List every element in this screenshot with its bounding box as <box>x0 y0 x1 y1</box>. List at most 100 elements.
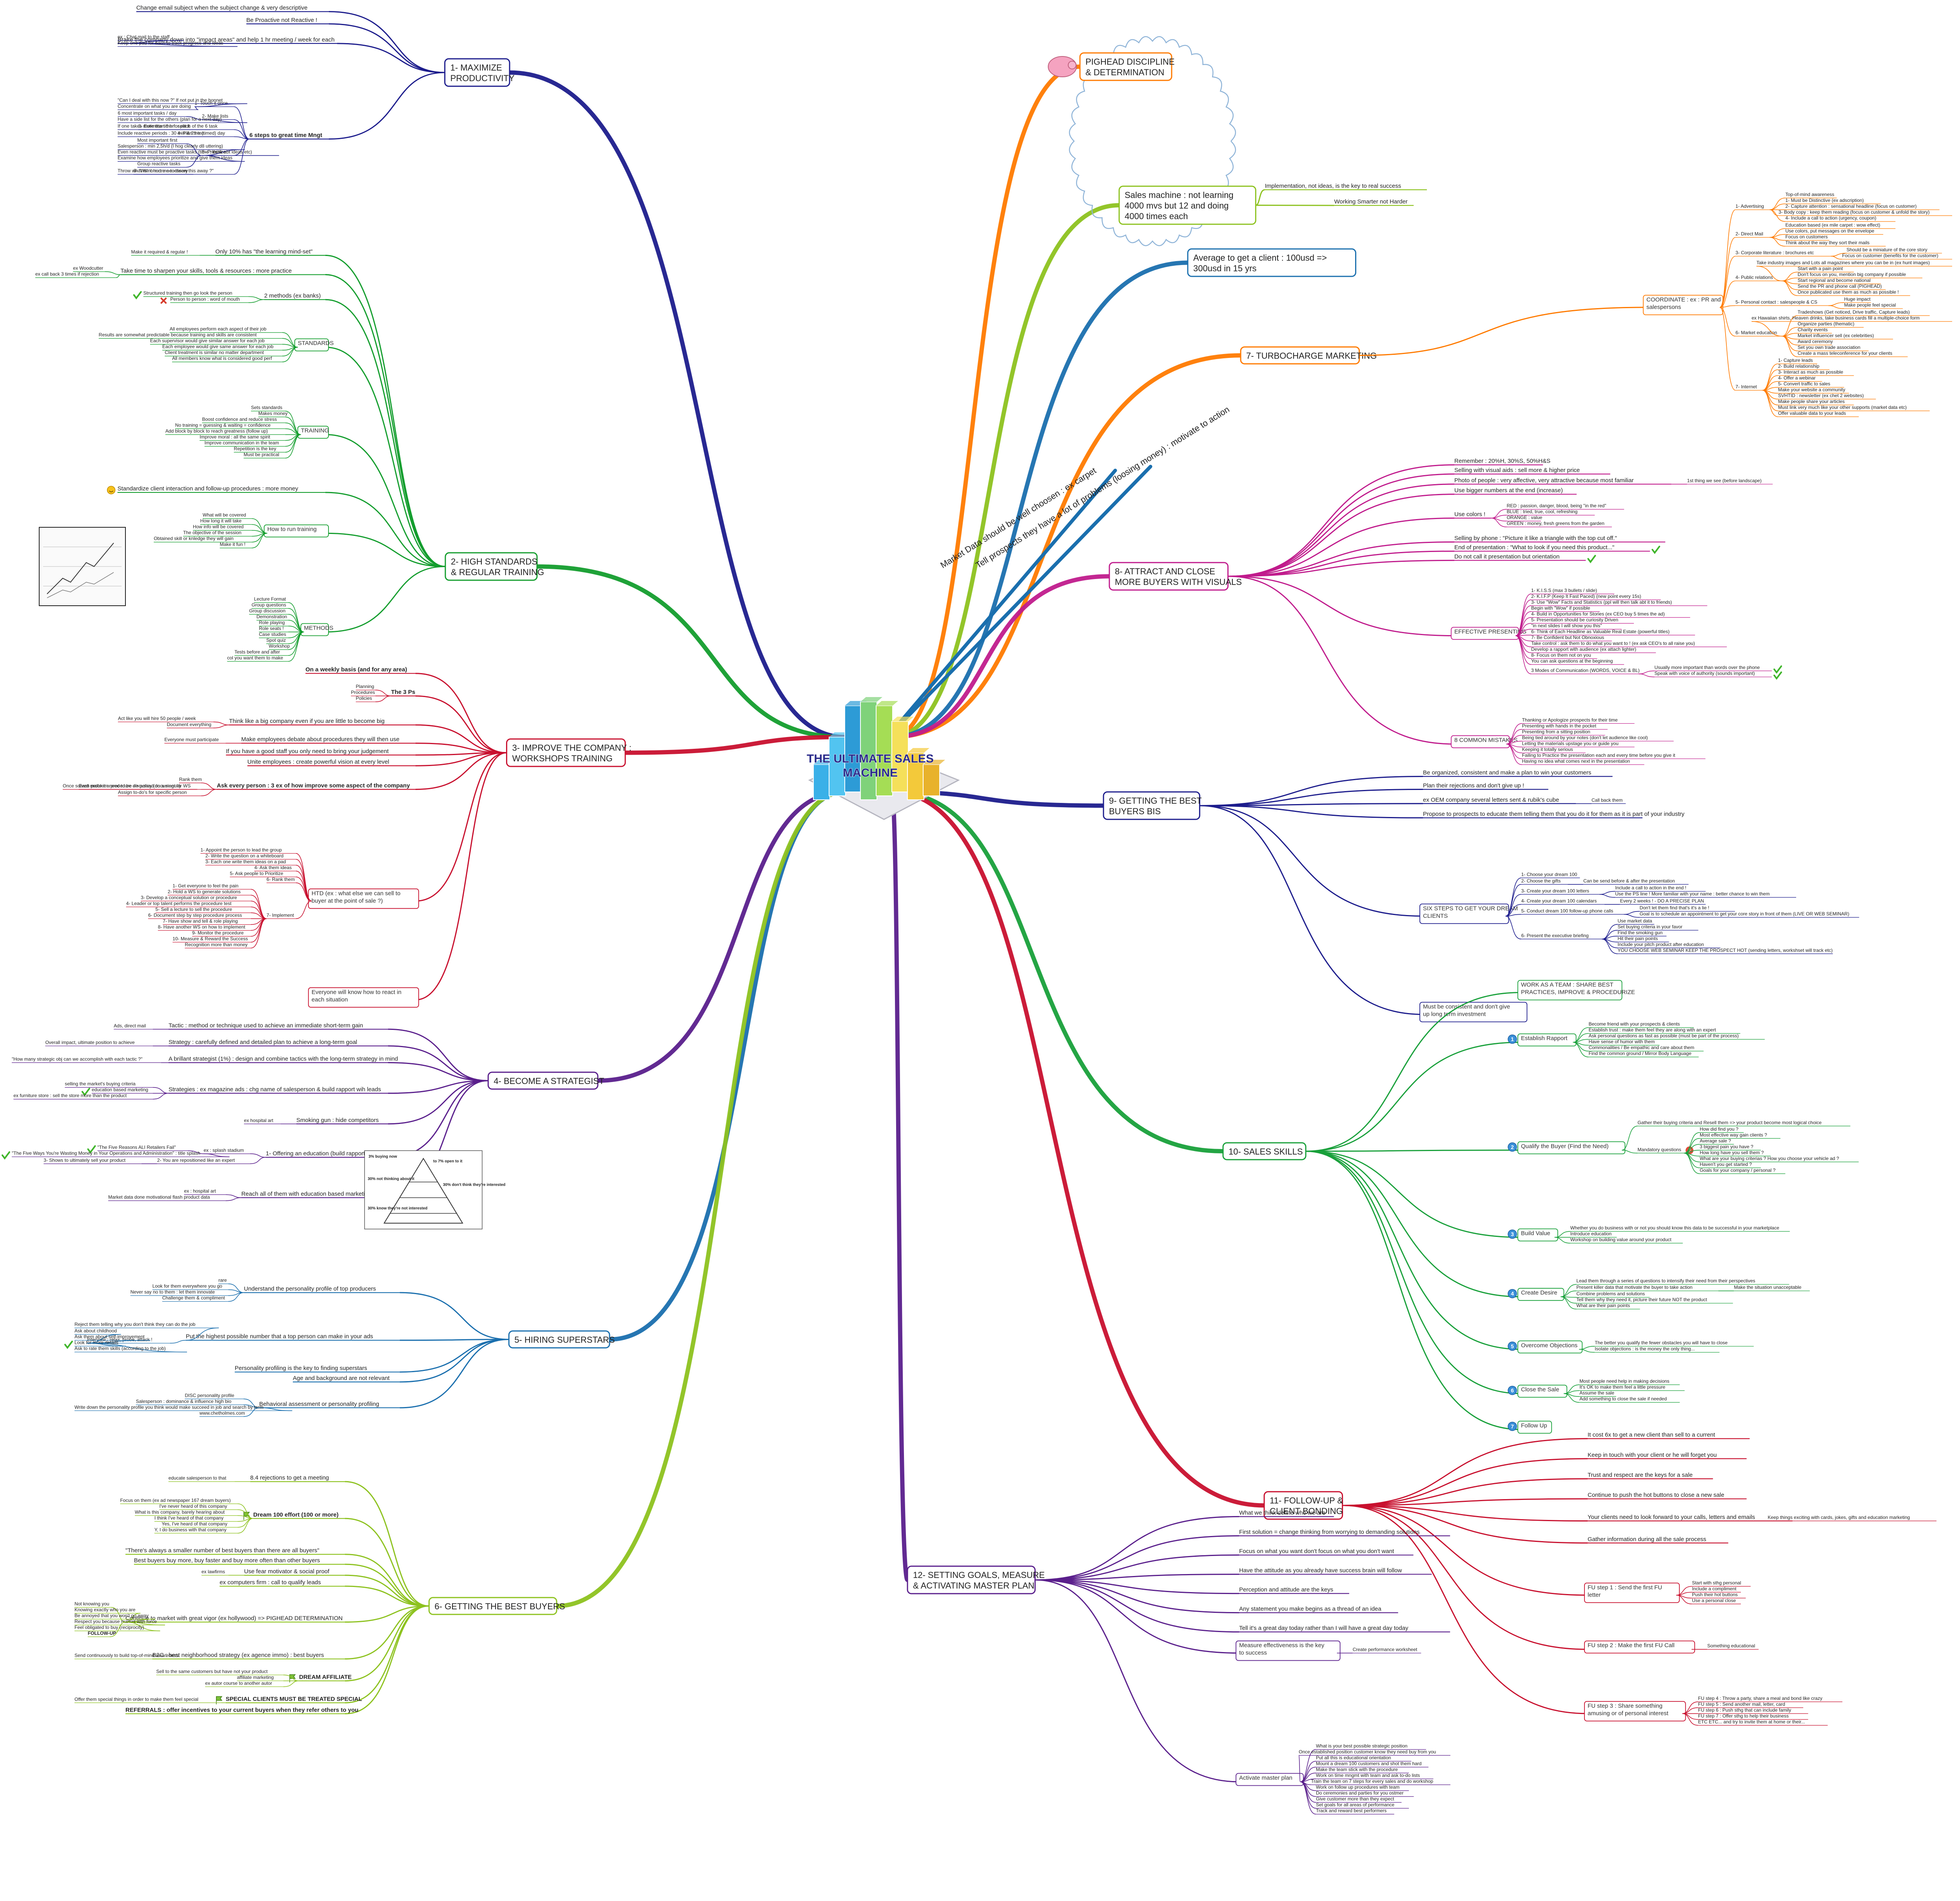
node-gather-information-during-all-the-sale-p[interactable]: Gather information during all the sale p… <box>1342 1505 1728 1544</box>
node-set-you-own-trade-association[interactable]: Set you own trade association <box>1782 336 1869 351</box>
node-follow-up[interactable]: FOLLOW-UP <box>87 1621 126 1637</box>
topic-average-to-get-a-client-100usd-300usd-in[interactable]: Average to get a client : 100usd =>300us… <box>1187 248 1356 277</box>
node-document-everything[interactable]: Document everything <box>167 722 229 728</box>
node-rare[interactable]: rare <box>218 1278 244 1293</box>
node-educate-salesperson-to-that[interactable]: educate salesperson to that <box>168 1475 250 1482</box>
node-whether-you-do-business-with-or-not-you-[interactable]: Whether you do business with or not you … <box>1554 1225 1790 1238</box>
node-become-friend-with-your-prospects-client[interactable]: Become friend with your prospects & clie… <box>1573 1021 1694 1043</box>
node-respect-you-because-market-with-force[interactable]: Respect you because market with force <box>74 1619 165 1625</box>
node-continue-to-push-the-hot-buttons-to-clos[interactable]: Continue to push the hot buttons to clos… <box>1342 1492 1747 1506</box>
node-throw-what-is-no-more-necessary[interactable]: Throw what is no more necessary <box>118 168 194 175</box>
node-7-have-show-and-tell-role-playing[interactable]: 7- Have show and tell & role playing <box>163 918 267 925</box>
node-take-industry-images-and-lots-all-magazi[interactable]: Take industry images and Lots all magazi… <box>1756 260 1952 281</box>
node-take-control-ask-them-to-do-what-you-wan[interactable]: Take control : ask them to do what you w… <box>1515 635 1727 647</box>
node-3-create-your-dream-100-letters[interactable]: 3- Create your dream 100 letters <box>1505 888 1600 917</box>
node-what-are-your-buying-criterias-how-you-c[interactable]: What are your buying criterias ? How you… <box>1684 1153 1859 1162</box>
node-orange-value[interactable]: ORANGE : value <box>1491 515 1543 521</box>
node-push-their-hot-buttons[interactable]: Push their hot buttons <box>1676 1592 1746 1599</box>
node-1st-thing-we-see-before-landscape[interactable]: 1st thing we see (before landscape) <box>1671 478 1773 485</box>
node-use-the-ps-line-more-familiar-with-your-[interactable]: Use the PS line ! More familiar with you… <box>1599 891 1797 898</box>
node-3-modes-of-communication-words-voice-bl[interactable]: 3 Modes of Communication (WORDS, VOICE &… <box>1515 635 1640 674</box>
node-tactic-method-or-technique-used-to-achie[interactable]: Tactic : method or technique used to ach… <box>169 1022 488 1081</box>
node-sets-standards[interactable]: Sets standards <box>251 405 301 435</box>
node-commonalities-be-empathic-and-care-about[interactable]: Commonalities / Be empathic and care abo… <box>1573 1042 1704 1051</box>
node-3-corporate-literature-brochures-etc[interactable]: 3- Corporate literature : brochures etc <box>1719 250 1831 308</box>
node-once-established-position-customer-know-[interactable]: Once established position customer know … <box>1298 1749 1450 1782</box>
node-boost-confidence-and-reduce-stress[interactable]: Boost confidence and reduce stress <box>202 417 301 435</box>
node-make-it-required-regular[interactable]: Make it required & regular ! <box>131 249 216 256</box>
node-6-steps-to-great-time-mngt[interactable]: 6 steps to great time Mngt <box>249 72 445 140</box>
topic-7-turbocharge-marketing[interactable]: 7- TURBOCHARGE MARKETING <box>1240 346 1377 365</box>
node-the-3-ps[interactable]: The 3 Ps <box>391 689 507 754</box>
node-offer-valuable-data-to-your-leads[interactable]: Offer valuable data to your leads <box>1762 390 1859 417</box>
node-find-the-common-ground-mirror-body-langu[interactable]: Find the common ground / Mirror Body Lan… <box>1573 1042 1699 1057</box>
node-knowing-exactly-who-you-are[interactable]: Knowing exactly who you are <box>74 1607 141 1623</box>
node-education-based-marketing[interactable]: education based marketing <box>82 1087 169 1096</box>
node-thanking-or-apologize-prospects-for-thei[interactable]: Thanking or Apologize prospects for thei… <box>1506 717 1635 744</box>
node-www-chetholmes-com[interactable]: www.chetholmes.com <box>199 1407 260 1417</box>
node-include-reactive-periods-30-min-2h-tea[interactable]: Include reactive periods : 30 min & 2h t… <box>118 131 221 137</box>
node-isolate-objections-is-the-money-the-only[interactable]: Isolate objections : is the money the on… <box>1579 1346 1720 1353</box>
node-salesperson-min-2-5h-d-i-hog-clearly-d8-[interactable]: Salesperson : min 2,5h/d (I hog clearly … <box>118 143 245 156</box>
node-top-of-mind-awareness[interactable]: Top-of-mind awareness <box>1769 192 1837 210</box>
node-introduce-education[interactable]: Introduce education <box>1554 1231 1617 1238</box>
node-create-performance-worksheet[interactable]: Create performance worksheet <box>1337 1647 1421 1654</box>
node-ex-splash-stadium[interactable]: ex : splash stadium <box>203 1147 266 1158</box>
node-ex-hawaiian-shirts-heaven-drinks-take-bu[interactable]: ex Hawaiian shirts, Heaven drinks, take … <box>1751 315 1952 337</box>
node-ex-woodcutter[interactable]: ex Woodcutter <box>73 265 121 275</box>
node-once-publicated-use-them-as-much-as-poss[interactable]: Once publicated use them as much as poss… <box>1782 280 1910 296</box>
node-recognition-more-than-money[interactable]: Recognition more than money <box>185 918 267 949</box>
node-what-is-your-best-possible-strategic-pos[interactable]: What is your best possible strategic pos… <box>1300 1743 1426 1782</box>
node-set-buying-criteria-in-your-favor[interactable]: Set buying criteria in your favor <box>1602 924 1699 940</box>
node-use-colors[interactable]: Use colors ! <box>1228 511 1491 577</box>
node-most-effective-way-gain-clients[interactable]: Most effective way gain clients ? <box>1684 1132 1780 1154</box>
node-ads-direct-mail[interactable]: Ads, direct mail <box>114 1023 169 1030</box>
node-obtained-skill-or-knledge-they-will-gain[interactable]: Obtained skill or knledge they will gain <box>154 533 267 543</box>
node-col-you-want-them-to-make[interactable]: col you want them to make <box>227 632 304 662</box>
node-6-present-the-executive-briefing[interactable]: 6- Present the executive briefing <box>1505 915 1602 940</box>
node-htd-ex-what-else-we-can-sell-to-buyer-at[interactable]: HTD (ex : what else we can sell tobuyer … <box>308 752 507 909</box>
node-think-like-a-big-company-even-if-you-are[interactable]: Think like a big company even if you are… <box>229 718 507 754</box>
node-6-rank-them[interactable]: 6- Rank them <box>266 877 312 902</box>
node-must-be-practical[interactable]: Must be practical <box>243 434 301 459</box>
node-8-common-mistakes[interactable]: 8 COMMON MISTAKES <box>1228 576 1518 748</box>
node-4-public-relations[interactable]: 4- Public relations <box>1720 275 1782 308</box>
node-if-one-takes-more-than-6-hr-split-it[interactable]: If one takes more than 6 hr : split it <box>118 123 211 130</box>
node-make-people-feel-special[interactable]: Make people feel special <box>1828 302 1903 309</box>
node-add-block-by-block-to-reach-greatness-fo[interactable]: Add block by block to reach greatness (f… <box>165 428 301 435</box>
node-make-it-fun[interactable]: Make it fun ! <box>220 533 267 548</box>
node-propose-to-prospects-to-educate-them-tel[interactable]: Propose to prospects to educate them tel… <box>1200 805 1685 819</box>
node-selling-the-market-s-buying-criteria[interactable]: selling the market's buying criteria <box>65 1081 169 1094</box>
node-train-the-team-on-7-steps-for-every-sale[interactable]: Train the team on 7 steps for every sale… <box>1300 1778 1450 1785</box>
node-fu-step-4-throw-a-party-share-a-meal-and[interactable]: FU step 4 : Throw a party, share a meal … <box>1682 1696 1842 1714</box>
node-2-capture-attention-sensational-headline[interactable]: 2- Capture attention : sensational headl… <box>1769 203 1940 210</box>
node-the-objective-of-the-session[interactable]: The objective of the session <box>183 530 267 537</box>
node-market-data-done-motivational-flash-prod[interactable]: Market data done motivational flash prod… <box>108 1195 241 1201</box>
node-ex-autor-course-to-another-autor[interactable]: ex autor course to another autor <box>205 1680 299 1687</box>
node-take-time-to-sharpen-your-skills-tools-r[interactable]: Take time to sharpen your skills, tools … <box>120 268 446 567</box>
node-role-seats[interactable]: Role seats ! <box>259 626 304 632</box>
node-standards[interactable]: STANDARDS <box>294 338 446 567</box>
node-ex-call-back-3-times-if-rejection[interactable]: ex call back 3 times if rejection <box>35 271 121 278</box>
node-2-write-the-question-on-a-whiteboard[interactable]: 2- Write the question on a whiteboard <box>205 853 312 902</box>
node-gather-their-buying-criteria-and-resell-[interactable]: Gather their buying criteria and Resell … <box>1622 1120 1851 1151</box>
node-workshop-on-building-value-around-your-p[interactable]: Workshop on building value around your p… <box>1554 1237 1683 1244</box>
node-brake-the-company-down-into-impact-areas[interactable]: Brake the company down into "impact area… <box>118 36 445 73</box>
node-failing-to-practice-the-presentation-eac[interactable]: Failing to Practice the presentation eac… <box>1506 744 1706 759</box>
node-ex-lawfirms[interactable]: ex lawfirms <box>201 1569 244 1576</box>
node-structured-training-then-go-look-the-per[interactable]: Structured training then go look the per… <box>133 291 265 300</box>
node-assume-the-sale[interactable]: Assume the sale <box>1564 1390 1616 1397</box>
node-haven-t-you-get-started[interactable]: Haven't you get started ? <box>1684 1153 1761 1168</box>
node-tell-it-s-a-great-day-today-rather-than-[interactable]: Tell it's a great day today rather than … <box>1035 1579 1450 1633</box>
node-concentrate-on-what-you-are-doing[interactable]: Concentrate on what you are doing <box>118 103 199 110</box>
node-create-a-mass-teleconference-for-your-cl[interactable]: Create a mass teleconference for your cl… <box>1782 336 1908 357</box>
node-person-to-person-word-of-mouth[interactable]: Person to person : word of mouth <box>160 296 265 304</box>
topic-11-follow-up-client-bonding[interactable]: 11- FOLLOW-UP &CLIENT BONDING <box>1263 1491 1343 1520</box>
